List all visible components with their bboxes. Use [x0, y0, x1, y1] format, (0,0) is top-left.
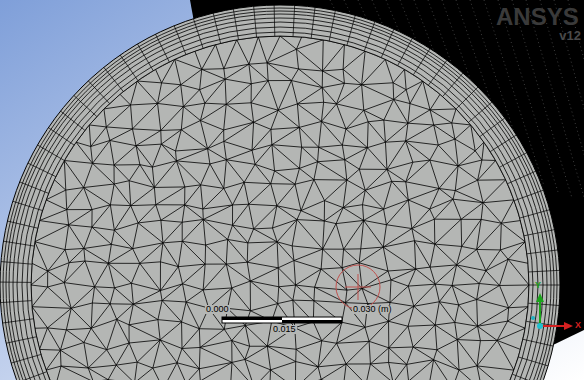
probe-cursor: [336, 265, 380, 309]
inflation-spoke: [254, 6, 257, 37]
inflation-spoke: [1, 262, 32, 265]
axis-triad: [531, 293, 573, 330]
inflation-spoke: [528, 303, 559, 305]
inflation-ring: [22, 27, 538, 380]
inflation-spoke: [3, 241, 34, 246]
inflation-spoke: [523, 339, 553, 346]
inflation-spoke: [20, 182, 49, 193]
inflation-ring: [6, 11, 554, 380]
cylinder-mesh-line: [540, 0, 584, 210]
inflation-spoke: [428, 60, 446, 85]
inflation-spoke: [213, 13, 220, 43]
inflation-spoke: [174, 26, 186, 55]
logo-text: ANSYS: [496, 5, 579, 29]
inflation-spoke: [0, 282, 31, 283]
inflation-spoke: [364, 22, 375, 51]
inflation-spoke: [480, 118, 505, 136]
inflation-spoke: [193, 19, 203, 48]
inflation-spoke: [527, 250, 558, 254]
scale-label: 0.030 (m): [352, 305, 393, 314]
inflation-spoke: [293, 5, 295, 36]
inflation-spoke: [38, 145, 65, 161]
inflation-spoke: [518, 357, 548, 366]
inflation-ring: [13, 18, 547, 380]
inflation-spoke: [529, 270, 560, 272]
scale-label: 0.000: [205, 305, 230, 314]
inflation-spoke: [7, 221, 37, 228]
inflation-spoke: [512, 374, 541, 380]
scale-bar: [222, 317, 342, 323]
inflation-spoke: [529, 285, 560, 286]
inflation-spoke: [398, 38, 413, 65]
inflation-spoke: [456, 87, 478, 109]
cylinder-mesh-line: [554, 0, 584, 216]
inflation-spoke: [520, 210, 550, 218]
inflation-ring: [9, 14, 551, 380]
inflation-spoke: [443, 73, 463, 96]
inflation-spoke: [499, 153, 526, 168]
inflation-spoke: [381, 29, 394, 57]
mesh-edges: [31, 36, 529, 380]
inflation-spoke: [61, 111, 85, 130]
inflation-ring: [17, 22, 543, 380]
inflation-spoke: [413, 49, 430, 75]
inflation-spoke: [468, 102, 491, 122]
inflation-spoke: [507, 171, 535, 184]
inflation-spoke: [329, 11, 335, 41]
inflation-spoke: [137, 44, 153, 71]
inflation-ring: [27, 32, 533, 380]
inflation-spoke: [28, 163, 56, 176]
inflation-layers: [0, 5, 560, 380]
inflation-spoke: [11, 354, 41, 363]
axis-label: Y: [535, 281, 541, 290]
inflation-spoke: [88, 81, 109, 104]
inflation-spoke: [74, 95, 97, 116]
triangular-mesh: [31, 36, 529, 380]
inflation-spoke: [233, 9, 238, 40]
inflation-spoke: [3, 319, 34, 323]
inflation-spoke: [274, 5, 276, 36]
inflation-spoke: [1, 301, 32, 303]
inflation-spoke: [156, 34, 170, 62]
inflation-spoke: [524, 230, 554, 236]
inflation-ring: [3, 8, 557, 380]
inflation-spoke: [104, 67, 124, 91]
inflation-spoke: [48, 128, 74, 145]
inflation-spoke: [6, 337, 36, 343]
version-label: v12: [559, 29, 581, 42]
inflation-spoke: [347, 15, 355, 45]
scale-label: 0.015: [272, 325, 297, 334]
inflation-spoke: [490, 135, 516, 152]
inflation-spoke: [514, 190, 543, 201]
inlet-face: [0, 5, 560, 380]
inflation-spoke: [311, 7, 315, 38]
axis-label: X: [575, 321, 581, 330]
inflation-ring: [31, 36, 529, 380]
inflation-spoke: [13, 201, 43, 210]
inflation-spoke: [120, 55, 138, 80]
inflation-spoke: [18, 372, 47, 380]
